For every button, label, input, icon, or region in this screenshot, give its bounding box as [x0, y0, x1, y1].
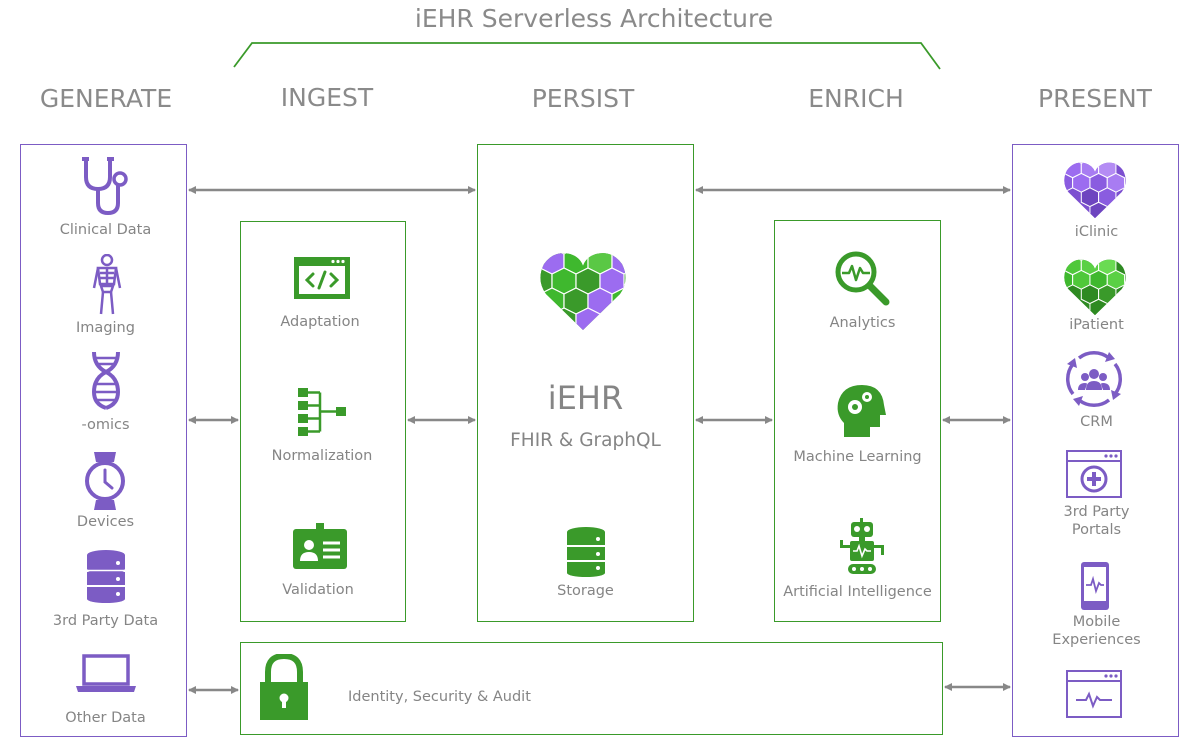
- present-box: [1012, 144, 1179, 737]
- security-label: Identity, Security & Audit: [348, 689, 531, 705]
- security-box: [240, 642, 943, 735]
- ingest-box: [240, 221, 406, 622]
- generate-label-imaging: Imaging: [76, 320, 135, 336]
- generate-box: [20, 144, 187, 737]
- mobile-pulse-icon: [1080, 561, 1110, 611]
- portal-window-icon: [1066, 450, 1122, 498]
- ingest-label-normalization: Normalization: [271, 448, 373, 464]
- column-heading-generate: GENERATE: [39, 84, 173, 113]
- generate-label-devices: Devices: [76, 514, 135, 530]
- laptop-icon: [74, 654, 138, 694]
- enrich-label-analytics: Analytics: [829, 315, 896, 331]
- persist-box: [477, 144, 694, 622]
- ingest-label-validation: Validation: [282, 582, 354, 598]
- heart-green-icon: [1064, 257, 1126, 317]
- present-label-mobile-experiences-line2: Experiences: [1052, 632, 1141, 648]
- heart-purple-icon: [1064, 160, 1126, 220]
- smartwatch-icon: [84, 450, 126, 512]
- column-heading-enrich: ENRICH: [808, 84, 904, 113]
- present-label-ipatient: iPatient: [1069, 317, 1124, 333]
- ingest-label-adaptation: Adaptation: [280, 314, 360, 330]
- iehr-heart-icon: [540, 250, 626, 332]
- skeleton-icon: [90, 254, 124, 316]
- enrich-label-artificial-intelligence: Artificial Intelligence: [783, 584, 932, 600]
- magnifier-pulse-icon: [834, 250, 890, 306]
- diagram-title: iEHR Serverless Architecture: [414, 4, 774, 33]
- persist-subtitle: FHIR & GraphQL: [510, 430, 661, 451]
- generate-label-3rd-party-data: 3rd Party Data: [52, 613, 159, 629]
- window-pulse-icon: [1066, 670, 1122, 718]
- crm-cycle-icon: [1065, 350, 1123, 408]
- enrich-label-machine-learning: Machine Learning: [793, 449, 922, 465]
- present-label-3rd-party-portals-line1: 3rd Party: [1063, 504, 1130, 520]
- id-card-icon: [292, 523, 348, 571]
- robot-icon: [838, 518, 886, 576]
- present-label-3rd-party-portals-line2: Portals: [1071, 522, 1122, 538]
- column-heading-present: PRESENT: [1038, 84, 1152, 113]
- present-label-crm: CRM: [1080, 414, 1113, 430]
- enrich-box: [774, 220, 941, 622]
- generate-label-omics: -omics: [81, 417, 130, 433]
- generate-label-clinical-data: Clinical Data: [59, 222, 152, 238]
- dna-icon: [88, 350, 124, 414]
- present-label-iclinic: iClinic: [1074, 224, 1119, 240]
- present-label-mobile-experiences-line1: Mobile: [1072, 614, 1121, 630]
- code-window-icon: [293, 256, 351, 300]
- database-icon: [86, 549, 126, 603]
- head-gears-icon: [836, 383, 886, 439]
- generate-label-other-data: Other Data: [65, 710, 146, 726]
- hierarchy-icon: [298, 388, 346, 436]
- column-heading-persist: PERSIST: [531, 84, 635, 113]
- column-heading-ingest: INGEST: [280, 83, 374, 112]
- persist-storage-label: Storage: [557, 583, 614, 599]
- storage-database-icon: [566, 526, 606, 578]
- padlock-icon: [258, 654, 310, 722]
- stethoscope-icon: [80, 155, 132, 217]
- persist-name: iEHR: [547, 379, 624, 417]
